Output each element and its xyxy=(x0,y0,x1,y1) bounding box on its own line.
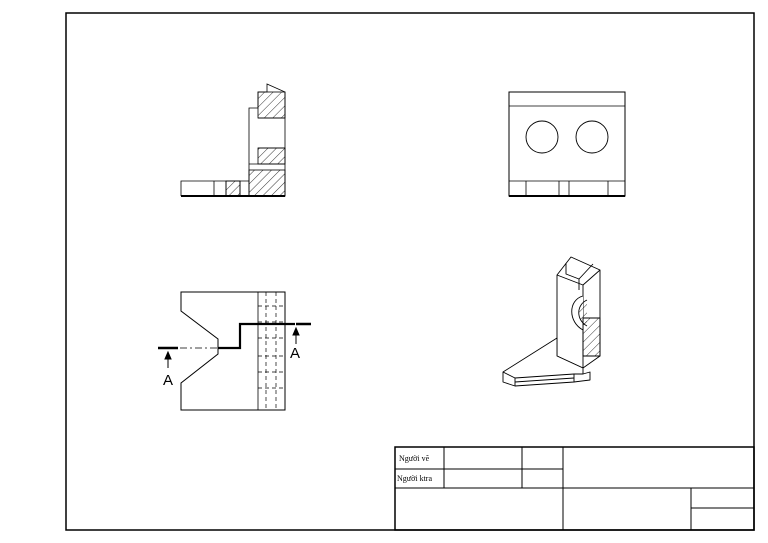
hole-right xyxy=(575,120,609,154)
checked-by-label: Người ktra xyxy=(397,474,432,483)
section-arrow-right xyxy=(292,326,300,344)
drawn-by-label: Người vẽ xyxy=(399,454,430,463)
isometric-view xyxy=(502,256,601,387)
front-view xyxy=(508,91,626,197)
section-label-right: A xyxy=(290,345,300,362)
hatch-area-lower xyxy=(248,169,286,197)
title-block xyxy=(394,446,755,531)
section-arrow-left xyxy=(164,350,172,368)
section-cutting-line xyxy=(158,322,311,350)
hatch-area-middle xyxy=(257,147,286,165)
hatch-area-base xyxy=(225,180,241,197)
drawing-frame xyxy=(65,12,755,531)
hole-left xyxy=(525,120,559,154)
hatch-area-upper xyxy=(257,91,286,119)
section-label-left: A xyxy=(163,372,173,389)
top-view xyxy=(180,291,286,411)
side-section-view xyxy=(180,83,286,197)
